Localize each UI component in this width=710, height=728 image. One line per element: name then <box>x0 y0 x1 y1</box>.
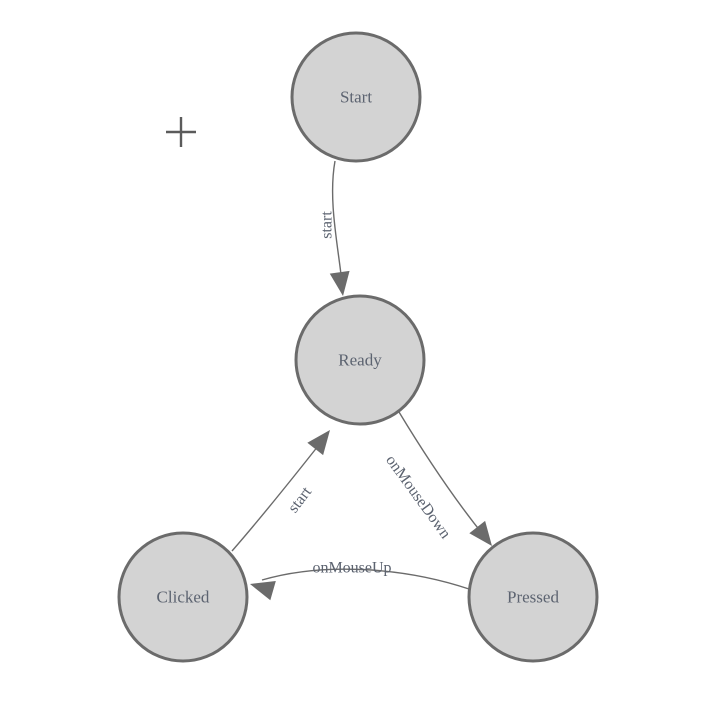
edge-label: onMouseDown <box>382 452 454 542</box>
node-label: Clicked <box>157 588 210 607</box>
edge-pressed-to-clicked: onMouseUp <box>250 560 470 601</box>
edge-start-to-ready: start <box>319 160 350 296</box>
edge-ready-to-pressed: onMouseDown <box>382 411 492 546</box>
overlay-layer <box>166 117 196 147</box>
node-label: Start <box>340 88 372 107</box>
edge-arrowhead <box>469 520 492 546</box>
edge-line <box>231 440 323 552</box>
edge-clicked-to-ready: start <box>231 430 330 552</box>
edge-line <box>398 411 486 538</box>
edge-arrowhead <box>307 430 330 456</box>
edge-line <box>261 568 470 590</box>
edge-label: start <box>285 483 315 516</box>
edge-arrowhead <box>250 581 276 601</box>
node-pressed[interactable]: Pressed <box>467 531 599 663</box>
edge-arrowhead <box>329 270 350 296</box>
crosshair-marker[interactable] <box>166 117 196 147</box>
node-circle[interactable] <box>117 531 249 663</box>
node-clicked[interactable]: Clicked <box>117 531 249 663</box>
node-label: Ready <box>338 351 382 370</box>
node-circle[interactable] <box>290 31 422 163</box>
edge-label: onMouseUp <box>312 560 391 577</box>
node-start[interactable]: Start <box>290 31 422 163</box>
edge-line <box>331 160 343 284</box>
node-ready[interactable]: Ready <box>294 294 426 426</box>
node-circle[interactable] <box>294 294 426 426</box>
edge-label: start <box>319 211 336 239</box>
node-label: Pressed <box>507 588 559 607</box>
node-circle[interactable] <box>467 531 599 663</box>
